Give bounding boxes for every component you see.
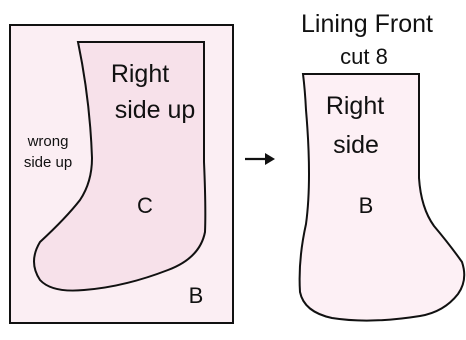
lining-title-line1: Lining Front xyxy=(301,10,433,38)
wrong-side-label-line2: side up xyxy=(24,154,72,171)
lining-label-line1: Right xyxy=(326,92,384,120)
left-label-line1: Right xyxy=(111,60,169,88)
lining-letter-b: B xyxy=(359,193,374,218)
wrong-side-label-line1: wrong xyxy=(27,133,69,150)
left-label-line2: side up xyxy=(115,96,196,124)
stocking-letter-c: C xyxy=(137,193,153,218)
lining-title-line2: cut 8 xyxy=(340,44,388,69)
stocking-piece-c xyxy=(33,41,207,292)
lining-label-line2: side xyxy=(333,131,379,159)
lining-stocking-piece xyxy=(298,73,466,322)
right-arrow-icon xyxy=(245,153,275,165)
panel-letter-b: B xyxy=(189,283,204,308)
